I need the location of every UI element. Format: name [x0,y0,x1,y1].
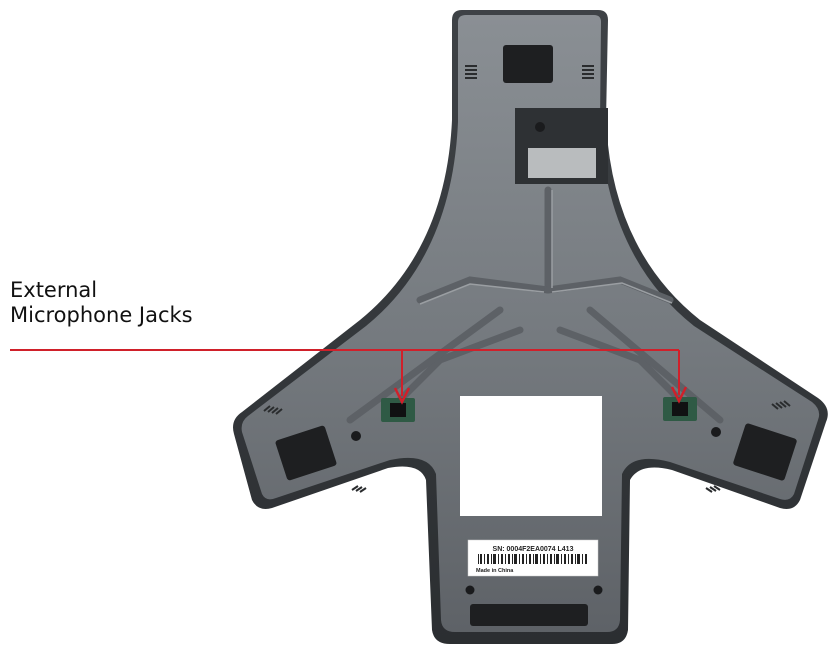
center-panel [460,396,602,516]
right-microphone-jack-port [672,402,688,416]
left-microphone-jack-port [390,403,406,417]
bottom-pad [470,604,588,626]
bottom-screw-left [465,585,475,595]
top-pad [503,45,553,83]
left-pad [275,425,337,481]
top-vents [465,65,594,79]
left-screw [351,431,361,441]
cable-groove-highlights [419,190,673,305]
bottom-screw-right [593,585,603,595]
callout-right-arrowhead [670,386,688,404]
callout-label-line-1: External [10,278,98,302]
callout-label: External Microphone Jacks [10,278,193,328]
right-screw [711,427,721,437]
cable-grooves [346,186,724,424]
top-recess-inner [528,148,596,178]
callout-lines [10,349,680,396]
callout-label-line-2: Microphone Jacks [10,303,193,327]
right-pad [733,423,797,481]
top-screw [535,122,545,132]
callout-left-arrowhead [393,387,411,405]
phone-base-body [241,15,820,632]
serial-label-origin: Made in China [476,568,514,574]
serial-barcode [478,554,587,564]
serial-label-text: SN: 0004F2EA0074 L413 [493,546,574,553]
leg-vents [263,400,791,493]
